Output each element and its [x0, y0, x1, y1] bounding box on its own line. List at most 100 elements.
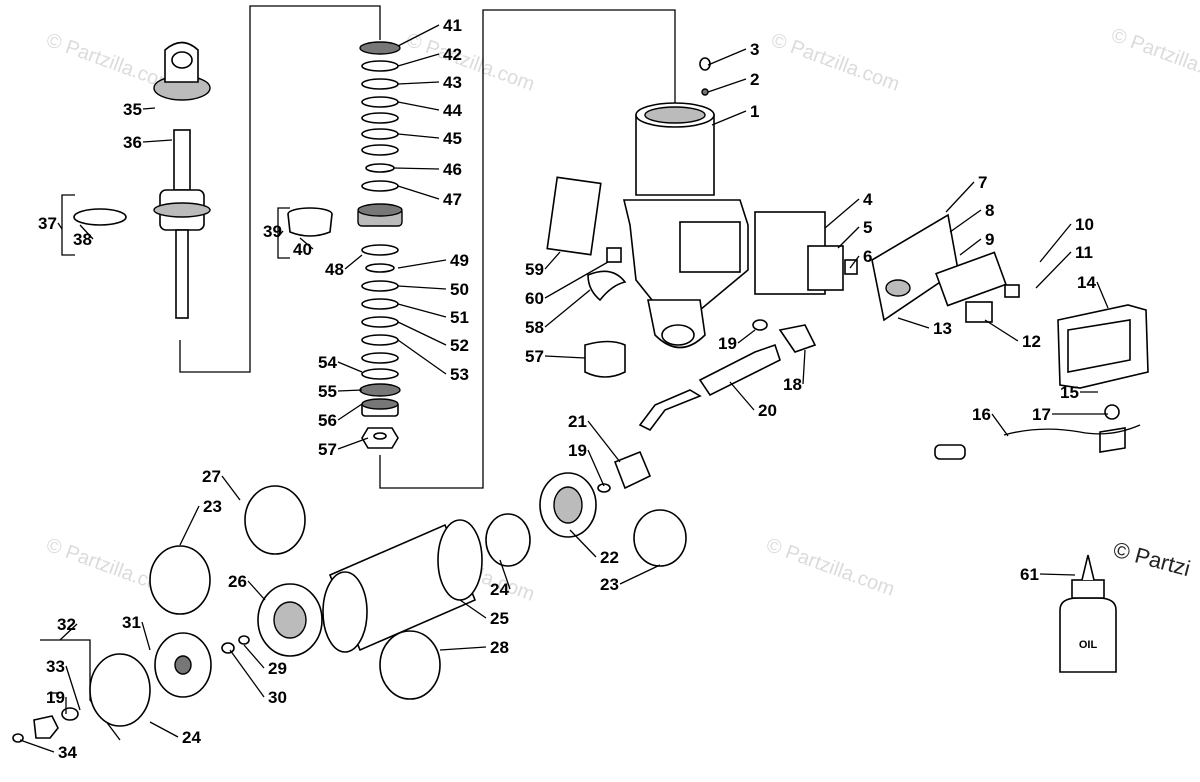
leader-line-30	[229, 649, 265, 698]
callout-23: 23	[203, 497, 222, 516]
leader-line-37	[57, 222, 63, 230]
main-housing	[546, 57, 749, 378]
leader-line-31	[141, 621, 151, 651]
callout-48: 48	[325, 260, 344, 279]
callout-10: 10	[1075, 215, 1094, 234]
leader-line-12	[984, 319, 1019, 342]
callout-11: 11	[1075, 243, 1093, 262]
leader-line-42	[397, 53, 440, 67]
callout-30: 30	[268, 688, 287, 707]
leader-line-14	[1096, 281, 1109, 309]
leader-line-1	[711, 110, 747, 126]
callout-40: 40	[293, 240, 312, 259]
callout-29: 29	[268, 659, 287, 678]
callout-42: 42	[443, 45, 462, 64]
callout-27: 27	[202, 467, 221, 486]
leader-lines	[19, 24, 1109, 753]
leader-line-51	[397, 303, 447, 318]
callout-4: 4	[863, 190, 873, 209]
watermark-7: © Partzilla.com	[763, 534, 897, 601]
callout-35: 35	[123, 100, 142, 119]
leader-line-9	[959, 238, 982, 256]
leader-line-39	[277, 230, 284, 238]
callout-14: 14	[1077, 273, 1096, 292]
leader-line-20	[729, 381, 755, 411]
callout-41: 41	[443, 16, 462, 35]
callout-1: 1	[750, 102, 759, 121]
leader-line-34	[19, 739, 55, 753]
shock-rod-assembly	[73, 41, 211, 319]
callout-57: 57	[318, 440, 337, 459]
callout-34: 34	[58, 743, 77, 762]
callout-15: 15	[1060, 383, 1079, 402]
leader-line-21	[587, 420, 621, 463]
leader-line-6	[849, 255, 860, 269]
leader-line-47	[397, 185, 440, 200]
leader-line-38	[79, 224, 94, 240]
callout-19: 19	[46, 688, 65, 707]
leader-line-40	[299, 237, 314, 250]
callout-39: 39	[263, 222, 282, 241]
leader-line-32	[59, 623, 78, 641]
leader-line-52	[397, 321, 447, 346]
leader-line-24	[499, 559, 511, 590]
leader-line-25	[459, 599, 487, 619]
leader-line-2	[707, 78, 747, 93]
callout-16: 16	[972, 405, 991, 424]
leader-line-60	[544, 261, 609, 299]
leader-line-26	[247, 580, 266, 601]
leader-line-27	[221, 475, 241, 501]
leader-line-45	[397, 133, 440, 139]
leader-line-56	[337, 403, 363, 421]
leader-line-19	[587, 449, 605, 487]
callout-23: 23	[600, 575, 619, 594]
callout-37: 37	[38, 214, 57, 233]
leader-line-50	[397, 285, 447, 290]
callout-51: 51	[450, 308, 469, 327]
leader-line-57	[544, 355, 586, 359]
hoses-fittings	[597, 319, 817, 493]
leader-line-58	[544, 289, 591, 328]
callout-12: 12	[1022, 332, 1041, 351]
brand-watermark: © Partzi	[1111, 537, 1193, 581]
leader-line-54	[337, 361, 363, 373]
watermark-4: © Partzilla.com	[1108, 24, 1200, 91]
watermark-2: © Partzilla.com	[403, 29, 537, 96]
callout-58: 58	[525, 318, 544, 337]
cylinder-caps	[12, 472, 687, 743]
leader-line-13	[897, 317, 930, 329]
callout-21: 21	[568, 412, 587, 431]
switch-components	[754, 211, 1149, 460]
callout-26: 26	[228, 572, 247, 591]
callout-5: 5	[863, 218, 872, 237]
leader-line-43	[397, 81, 440, 85]
callout-44: 44	[443, 101, 462, 120]
callout-47: 47	[443, 190, 462, 209]
callout-31: 31	[122, 613, 141, 632]
callout-56: 56	[318, 411, 337, 430]
callout-18: 18	[783, 375, 802, 394]
callout-53: 53	[450, 365, 469, 384]
watermarks: © Partzilla.com © Partzilla.com © Partzi…	[43, 24, 1200, 606]
callout-33: 33	[46, 657, 65, 676]
leader-line-3	[707, 48, 747, 66]
callout-52: 52	[450, 336, 469, 355]
callout-38: 38	[73, 230, 92, 249]
leader-line-36	[142, 139, 173, 143]
oil-bottle-label: OIL	[1079, 639, 1098, 651]
callout-13: 13	[933, 319, 952, 338]
leader-line-61	[1039, 573, 1076, 576]
callout-55: 55	[318, 382, 337, 401]
leader-line-49	[397, 259, 447, 269]
callout-24: 24	[182, 728, 201, 747]
callout-61: 61	[1020, 565, 1039, 584]
callout-59: 59	[525, 260, 544, 279]
leader-line-7	[945, 181, 975, 213]
callout-6: 6	[863, 247, 872, 266]
callout-49: 49	[450, 251, 469, 270]
leader-line-10	[1039, 223, 1072, 263]
callout-17: 17	[1032, 405, 1051, 424]
leader-line-5	[837, 226, 860, 249]
